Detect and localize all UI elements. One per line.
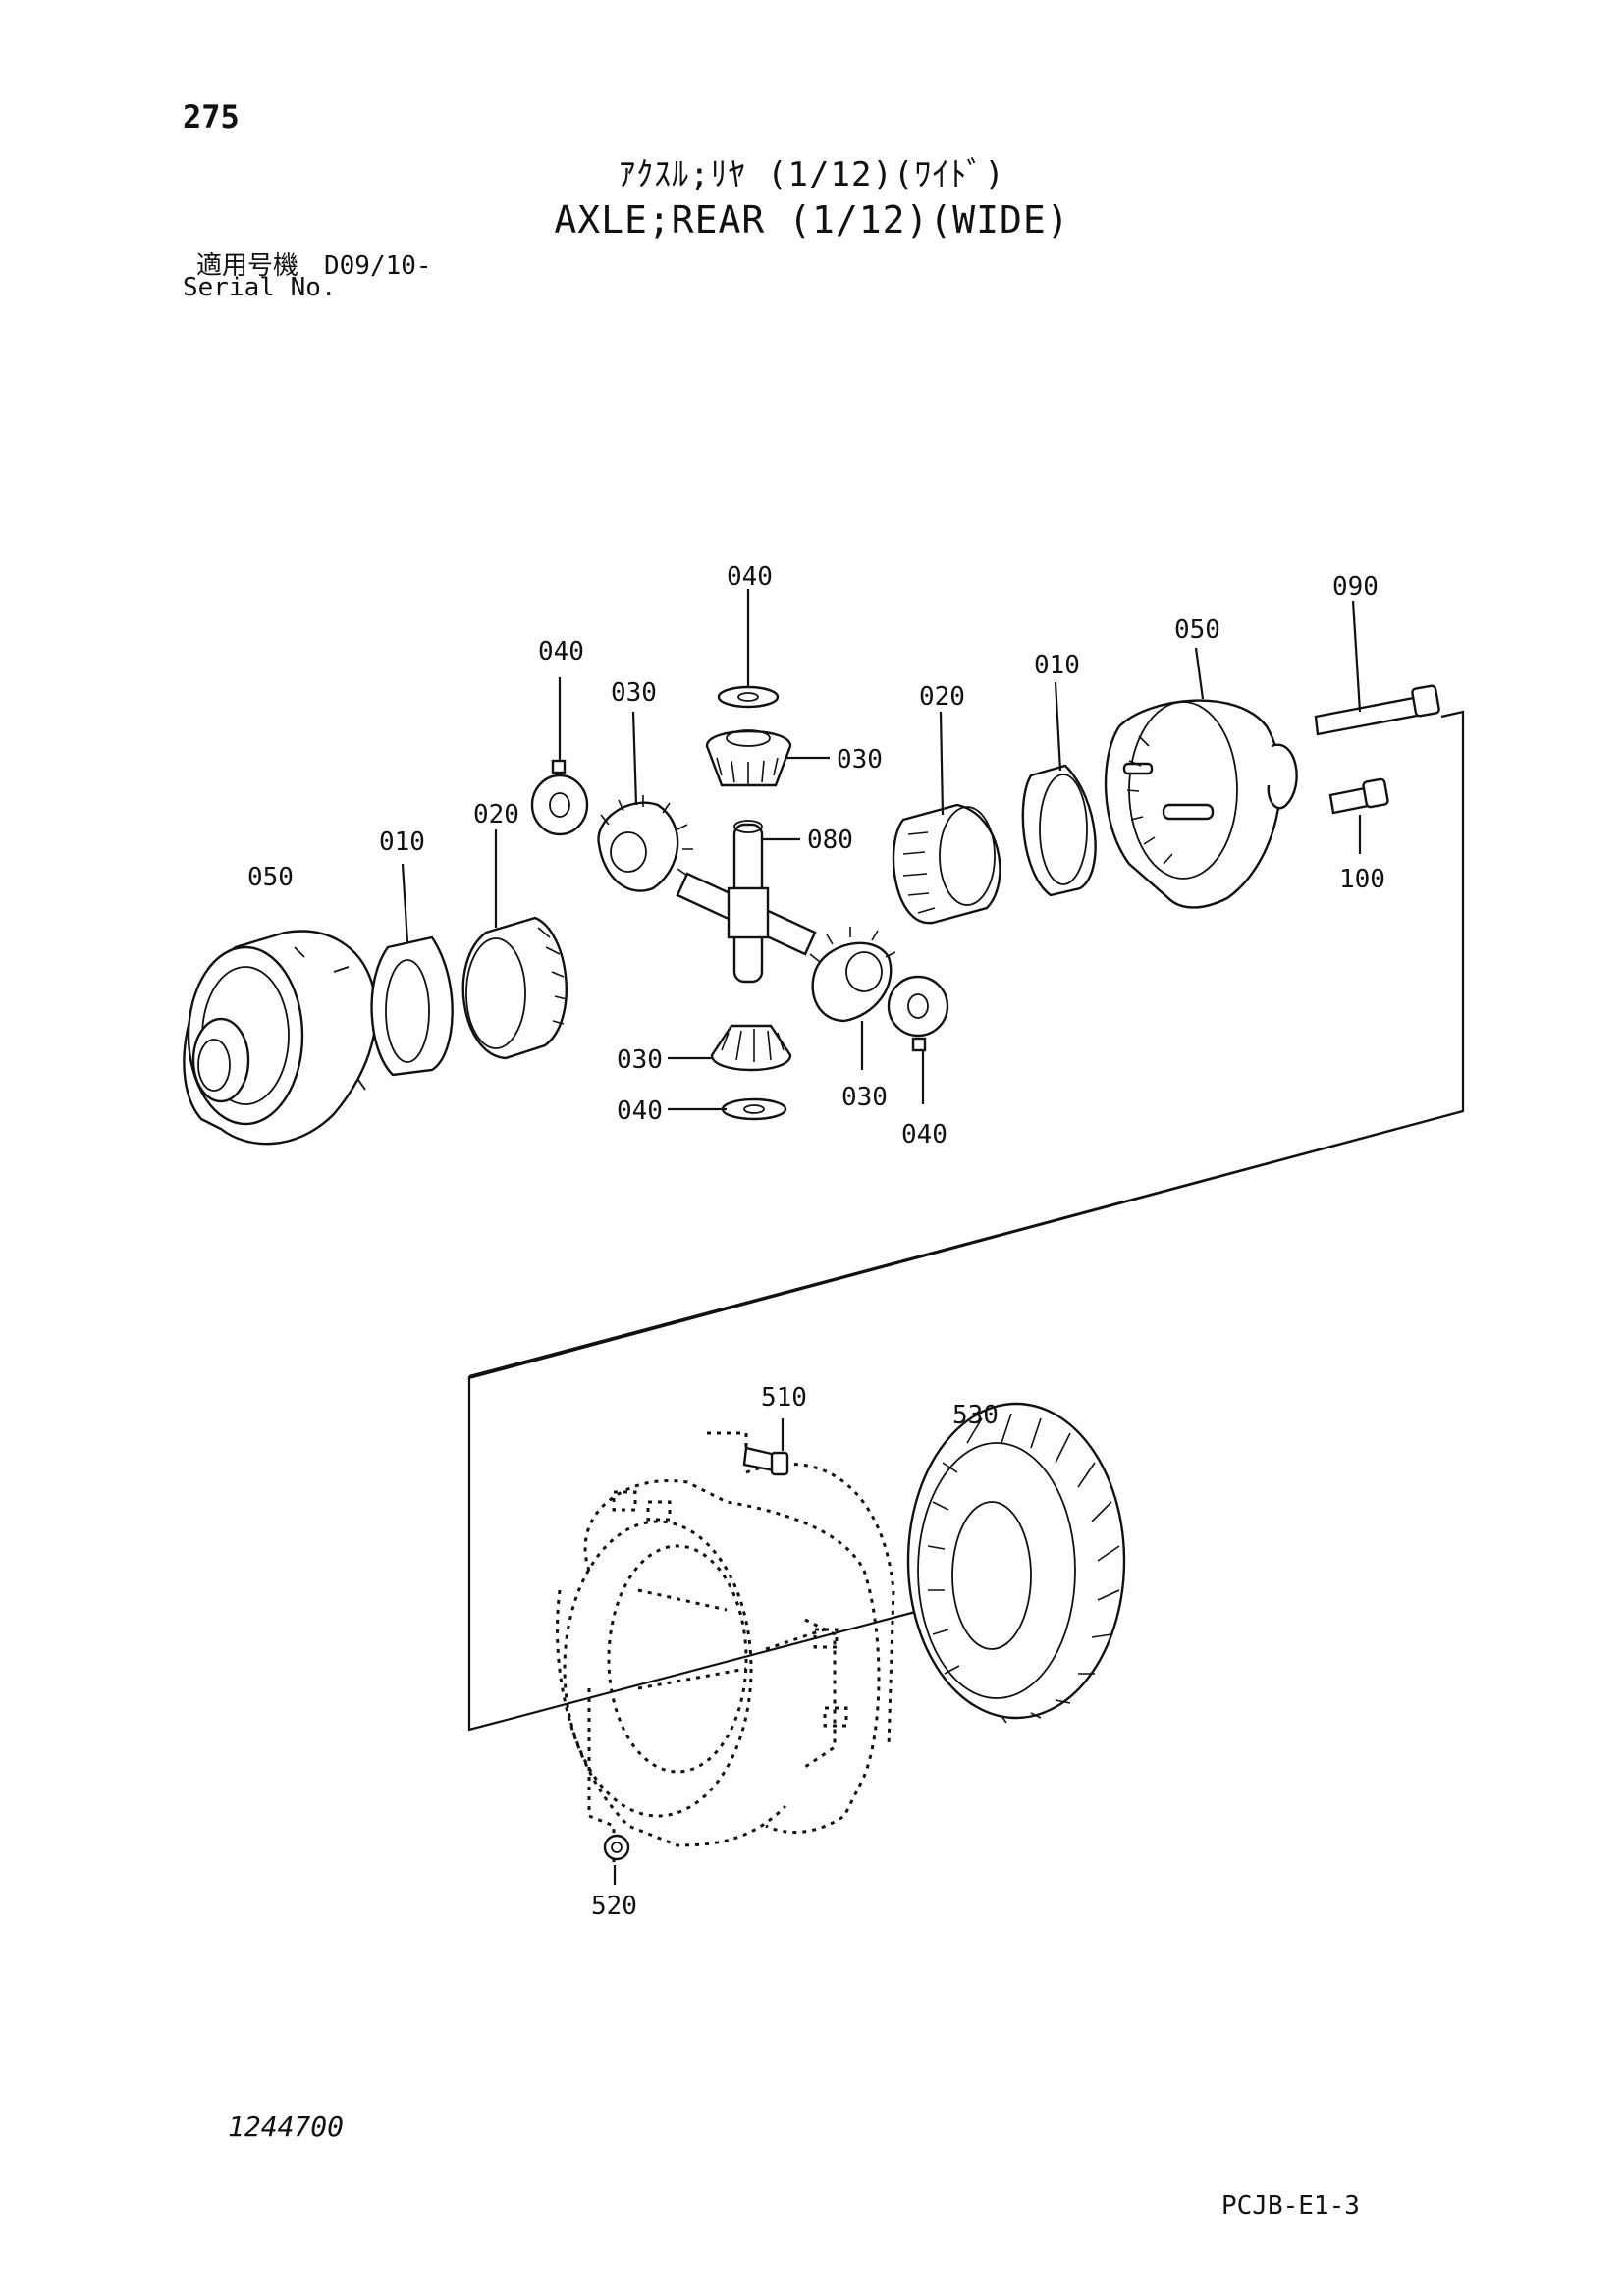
callout-080: 080 <box>807 826 853 855</box>
part-520-nut <box>603 1834 630 1861</box>
part-020-side-gear-right <box>892 803 1001 925</box>
part-040-washer-bottom-right <box>887 975 949 1052</box>
callout-040-top: 040 <box>727 562 773 592</box>
title-japanese: ｱｸｽﾙ;ﾘﾔ (1/12)(ﾜｲﾄﾞ) <box>619 155 1005 194</box>
part-050-differential-case-left <box>183 930 378 1146</box>
part-030-pinion-gear-bottom-left <box>710 1024 792 1072</box>
part-030-pinion-gear-top <box>705 729 792 787</box>
callout-030-right-top: 030 <box>837 745 883 774</box>
part-040-washer-left <box>530 759 589 836</box>
callout-030-left: 030 <box>611 678 657 708</box>
drawing-number: 1244700 <box>228 2110 345 2143</box>
leader-lines <box>401 589 1362 1885</box>
part-030-pinion-gear-bottom-right <box>809 927 896 1023</box>
callout-030-bottom-left: 030 <box>617 1045 663 1075</box>
callout-010-left: 010 <box>379 828 425 857</box>
callout-020-right: 020 <box>919 682 965 712</box>
callout-050-right: 050 <box>1174 615 1220 645</box>
page-number: 275 <box>183 98 240 135</box>
part-530-ring-gear <box>906 1402 1126 1724</box>
callout-100: 100 <box>1339 865 1385 894</box>
callout-040-left: 040 <box>538 637 584 667</box>
callout-020-left: 020 <box>473 800 519 829</box>
part-040-washer-bottom-left <box>721 1097 787 1121</box>
part-100-bolt <box>1328 777 1389 815</box>
part-040-washer-top <box>717 685 780 709</box>
part-510-bolt <box>742 1446 789 1476</box>
callout-labels: 040 090 050 040 030 020 010 030 080 010 … <box>247 562 1385 1921</box>
callout-030-bottom-right: 030 <box>841 1083 888 1112</box>
page-code: PCJB-E1-3 <box>1221 2191 1360 2220</box>
callout-040-bottom-right: 040 <box>901 1120 947 1149</box>
serial-label-japanese: 適用号機 D09/10- <box>196 251 432 281</box>
part-080-spider-cross <box>676 820 817 984</box>
callout-510: 510 <box>761 1383 807 1413</box>
serial-label-english: Serial No. <box>183 273 337 302</box>
callout-090: 090 <box>1332 572 1379 602</box>
part-010-thrust-washer-right <box>1021 764 1097 897</box>
callout-530: 530 <box>952 1401 999 1430</box>
part-090-bolt <box>1314 684 1440 736</box>
part-050-differential-case-right <box>1104 699 1298 909</box>
axle-housing-phantom <box>556 1431 895 1865</box>
callout-520: 520 <box>591 1892 637 1921</box>
part-010-thrust-washer-left <box>370 935 454 1077</box>
part-030-pinion-gear-left <box>597 795 693 892</box>
group-bracket-lines <box>467 710 1465 1732</box>
title-english: AXLE;REAR (1/12)(WIDE) <box>554 198 1070 241</box>
part-020-side-gear-left <box>461 916 568 1060</box>
callout-040-bottom-left: 040 <box>617 1096 663 1126</box>
callout-010-right: 010 <box>1034 651 1080 680</box>
callout-050-left: 050 <box>247 863 294 892</box>
